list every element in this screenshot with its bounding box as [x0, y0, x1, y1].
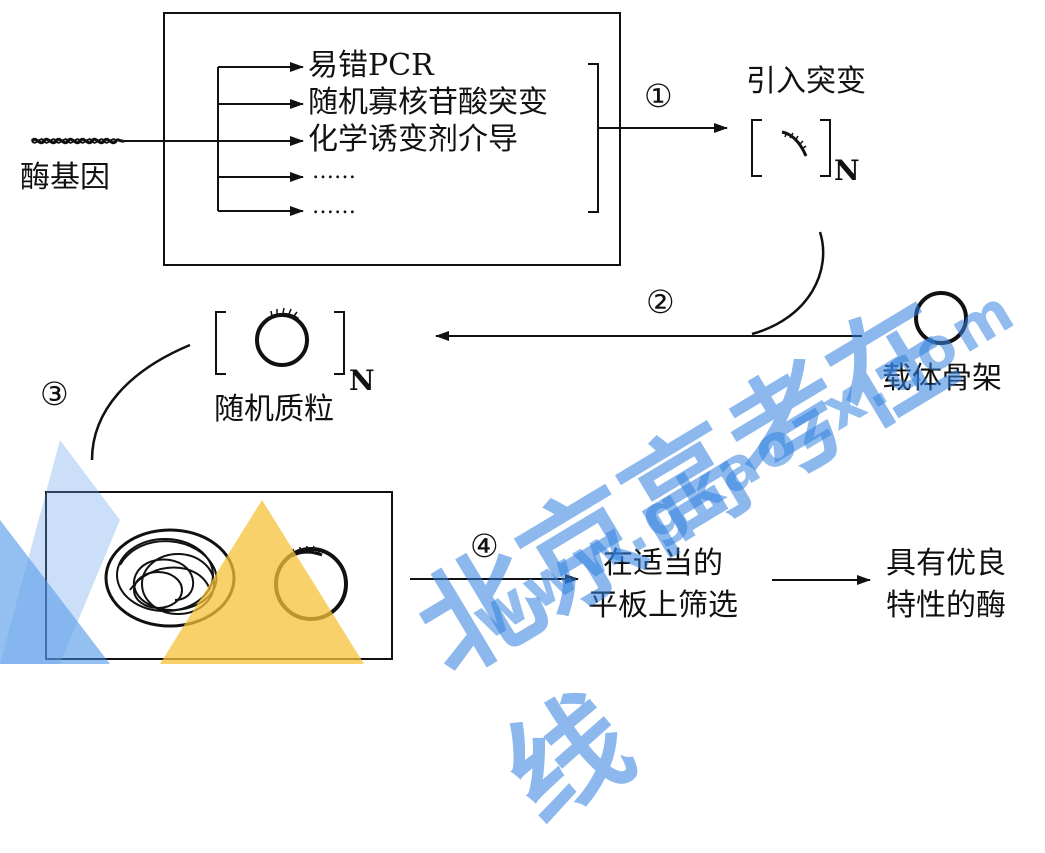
- mutated-fragment-icon: [781, 130, 808, 157]
- method-label-chemical-mutagen: 化学诱变剂介导: [308, 122, 518, 157]
- random-plasmid-icon: [255, 307, 309, 367]
- screening-label-line2: 平板上筛选: [588, 588, 738, 623]
- methods-bracket: [588, 63, 599, 213]
- diagram-artwork: [0, 12, 968, 664]
- method-label-ellipsis-2: ……: [312, 194, 356, 219]
- plasmid-bracket-right: [334, 311, 345, 375]
- result-label-line1: 具有优良: [886, 546, 1006, 581]
- plasmid-bracket-left: [215, 311, 226, 375]
- enzyme-gene-label: 酶基因: [20, 160, 110, 195]
- enzyme-gene-strand-icon: [30, 137, 125, 145]
- watermark-blue-shape-2: [0, 440, 120, 664]
- step-1-marker: ①: [644, 77, 673, 115]
- mutation-methods-box: [163, 12, 621, 266]
- step-2-marker: ②: [646, 283, 675, 321]
- mutant-subscript-n: N: [834, 154, 860, 187]
- method-label-ellipsis-1: ……: [312, 159, 356, 184]
- mutant-bracket-right: [820, 119, 831, 177]
- step-3-marker: ③: [40, 375, 69, 413]
- result-label-line2: 特性的酶: [886, 588, 1006, 623]
- method-label-error-prone-pcr: 易错PCR: [308, 48, 434, 83]
- mutant-bracket-left: [751, 119, 762, 177]
- step-4-marker: ④: [470, 527, 499, 565]
- plasmid-subscript-n: N: [349, 364, 375, 397]
- random-plasmid-label: 随机质粒: [214, 392, 334, 427]
- watermark-yellow-shape: [160, 500, 364, 664]
- step3-curve: [90, 343, 191, 461]
- introduce-mutation-label: 引入突变: [746, 64, 866, 99]
- vector-backbone-icon: [914, 291, 968, 345]
- method-label-random-oligo: 随机寡核苷酸突变: [308, 85, 548, 120]
- watermark-blue-shape: [0, 520, 110, 664]
- vector-backbone-label: 载体骨架: [882, 361, 1002, 396]
- screening-label-line1: 在适当的: [603, 546, 723, 581]
- step2-curve: [751, 231, 825, 336]
